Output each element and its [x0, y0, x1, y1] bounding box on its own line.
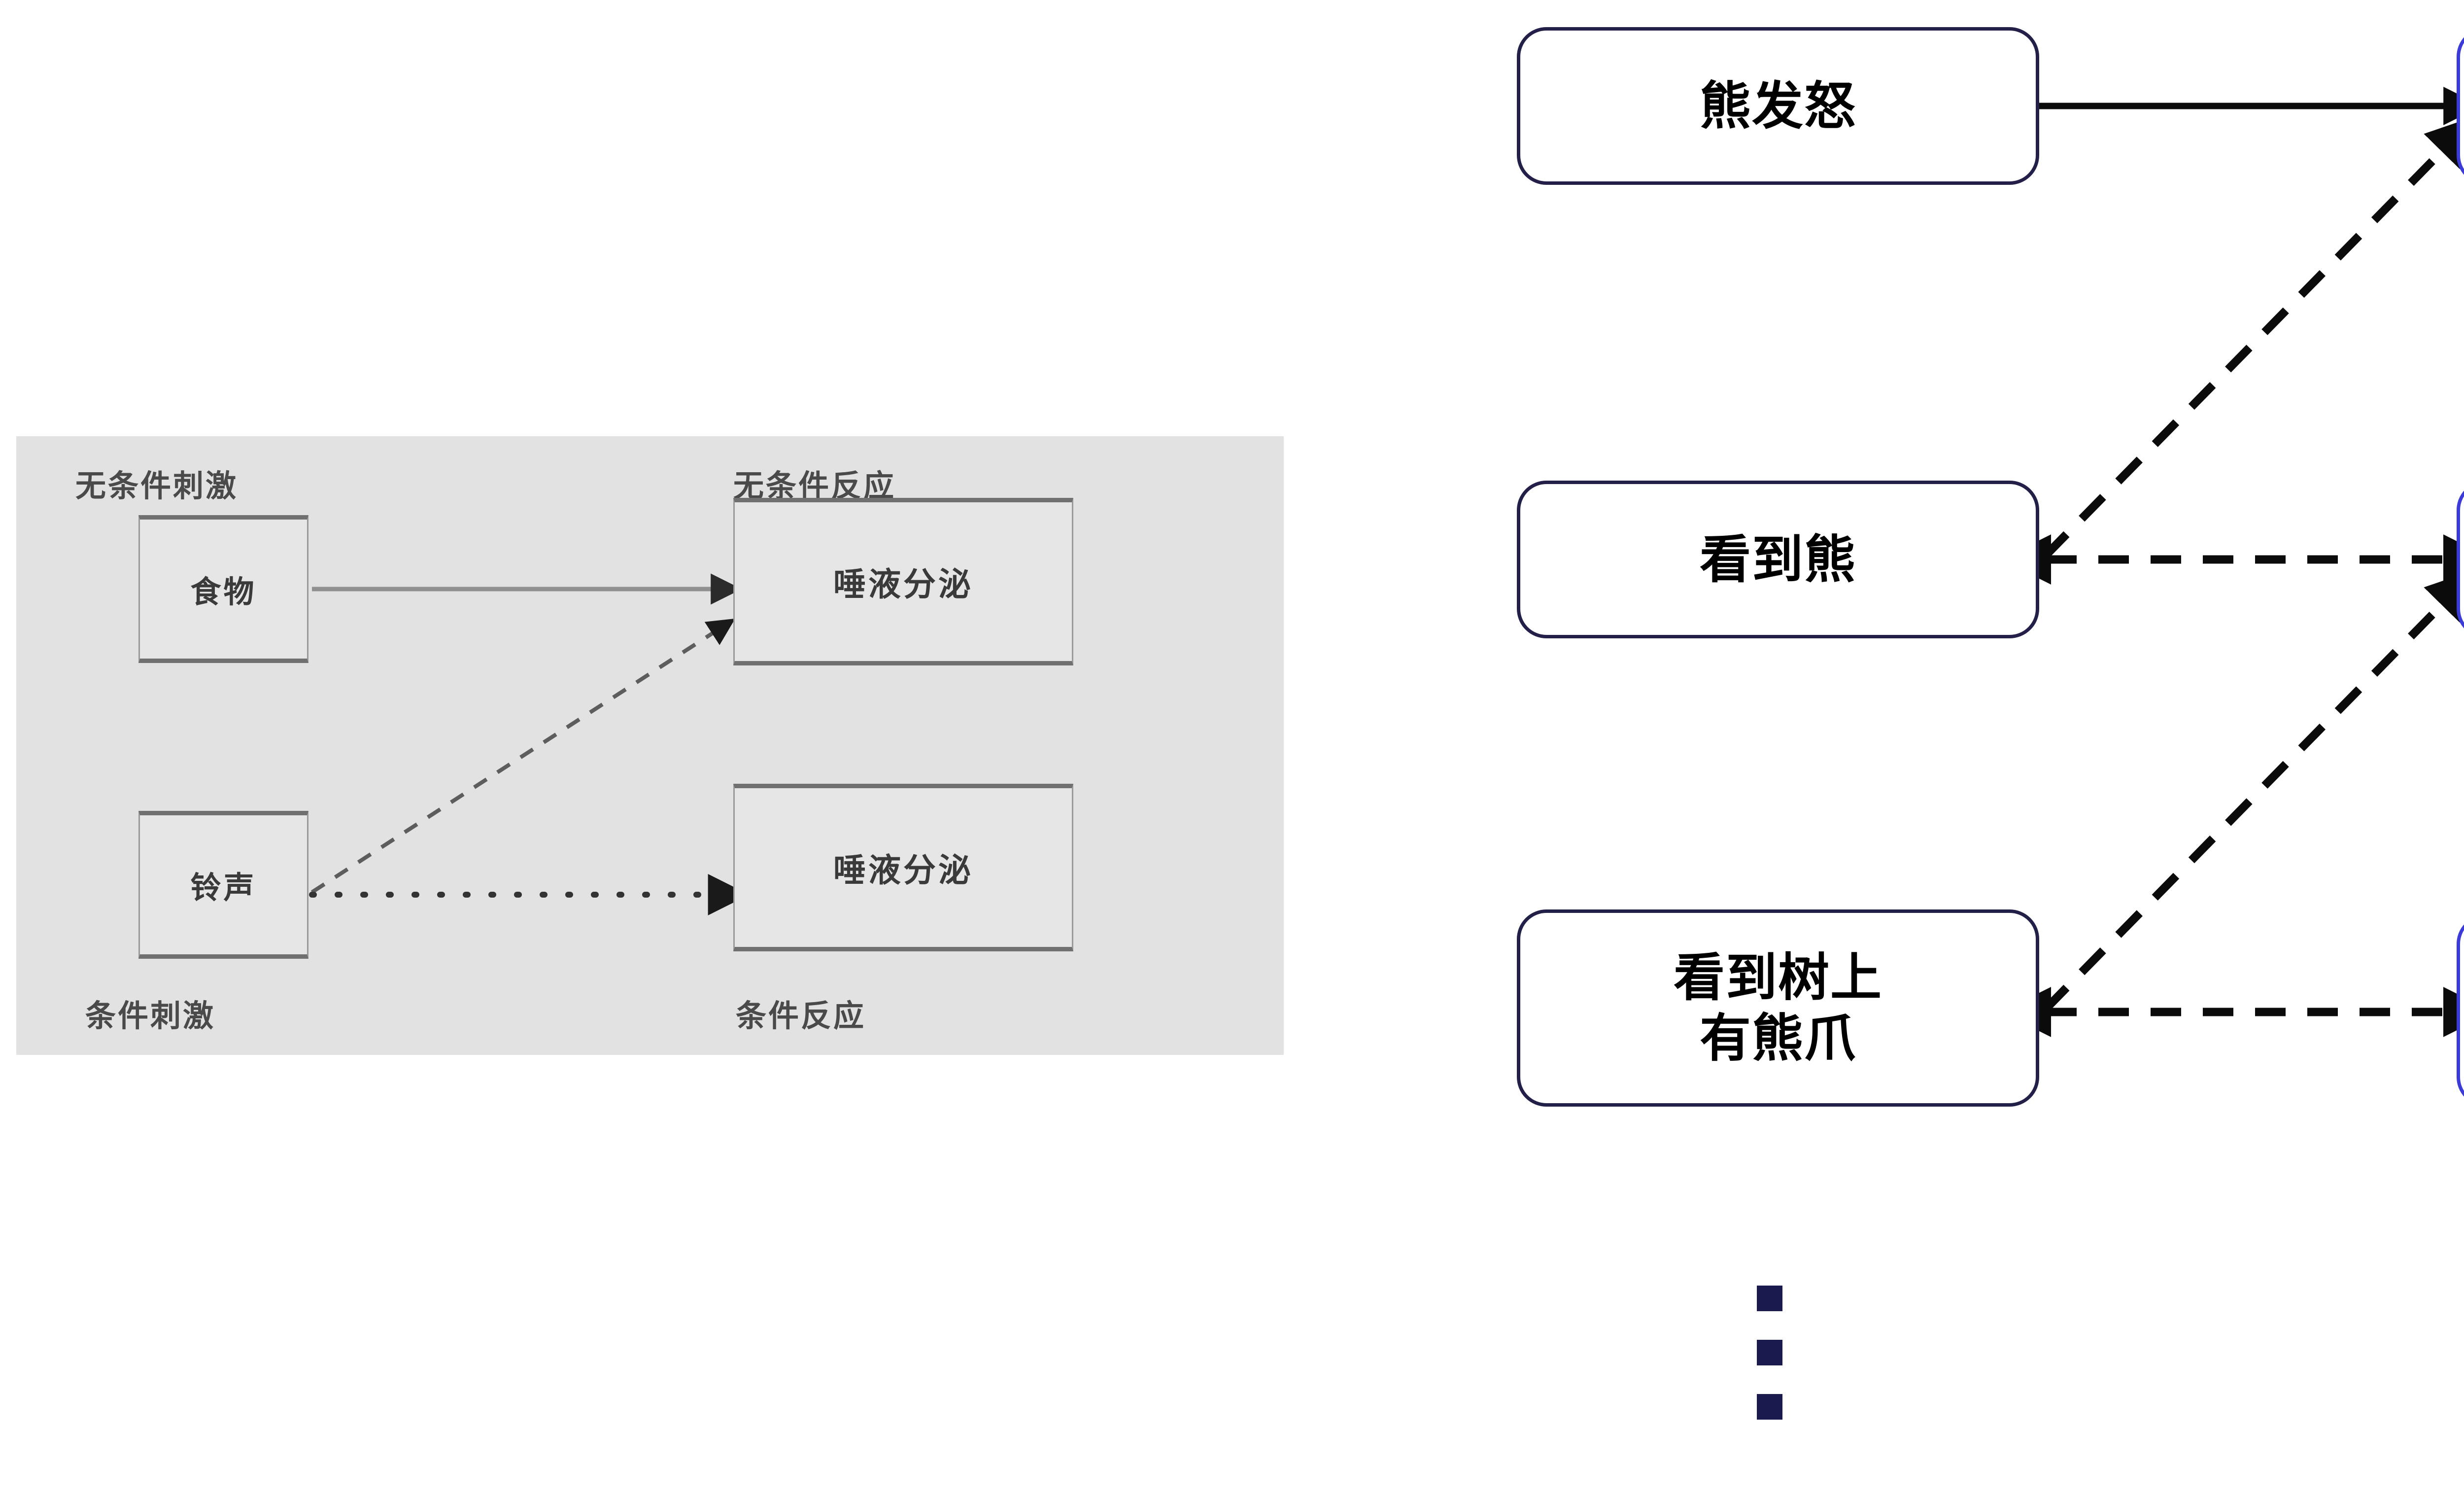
cc-box-salivation-bottom: 唾液分泌	[733, 784, 1073, 951]
classical-conditioning-edges	[309, 573, 750, 915]
ellipsis-dot	[1757, 1394, 1782, 1420]
edge-see-claw-to-v-s-prime	[2042, 569, 2464, 1012]
node-bear-angry-label: 熊发怒	[1699, 75, 1856, 136]
node-see-bear-label: 看到熊	[1699, 529, 1856, 590]
node-see-claw-label: 看到树上 有熊爪	[1674, 947, 1882, 1068]
label-unconditioned-stimulus: 无条件刺激	[75, 468, 239, 504]
label-conditioned-response: 条件反应	[736, 998, 866, 1034]
node-see-bear: 看到熊	[1517, 481, 2039, 638]
ellipsis-dot	[1757, 1286, 1782, 1311]
classical-conditioning-panel: 无条件刺激 无条件反应 条件刺激 条件反应 食物 铃声 唾液分泌 唾液分泌	[16, 436, 1284, 1055]
node-v-s-prime: V(s′)	[2457, 481, 2464, 638]
ellipsis-dot	[1757, 1340, 1782, 1365]
label-conditioned-stimulus: 条件刺激	[85, 998, 216, 1034]
ellipsis-left-column	[1757, 1286, 1782, 1448]
edge-see-bear-to-reward	[2042, 115, 2464, 559]
cc-box-food: 食物	[138, 515, 308, 663]
node-see-claw-line2: 有熊爪	[1699, 1008, 1856, 1068]
node-reward: 奖励	[2457, 27, 2464, 185]
cc-box-bell: 铃声	[138, 811, 308, 959]
node-v-s: V(s)	[2457, 914, 2464, 1107]
edge-bell-to-salivation-top	[310, 618, 735, 894]
node-see-claw-line1: 看到树上	[1673, 947, 1882, 1008]
node-bear-angry: 熊发怒	[1517, 27, 2039, 185]
node-see-claw: 看到树上 有熊爪	[1517, 909, 2039, 1107]
cc-box-salivation-top: 唾液分泌	[733, 498, 1073, 665]
label-unconditioned-response: 无条件反应	[733, 468, 896, 504]
